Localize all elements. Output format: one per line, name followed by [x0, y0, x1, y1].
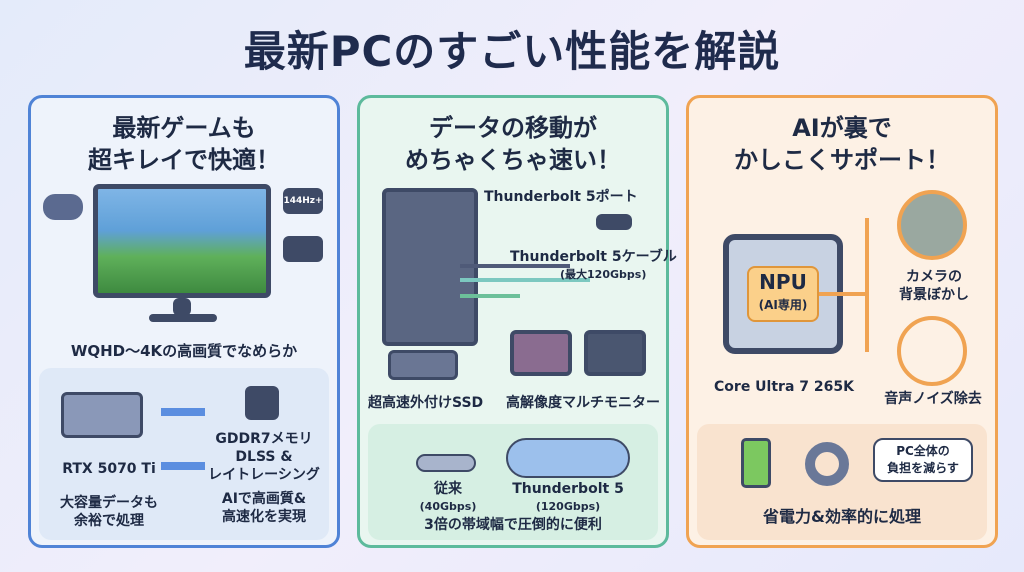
- old-label: 従来: [434, 481, 462, 497]
- camera-icon: [897, 190, 967, 260]
- monitor-icon: [584, 330, 646, 376]
- text-line: DLSS &: [235, 449, 293, 465]
- narrow-pipe-icon: [416, 454, 476, 472]
- gear-icon: [805, 442, 849, 486]
- cable-line: [460, 278, 590, 282]
- npu-sublabel: (AI専用): [758, 298, 808, 312]
- noise-label: 音声ノイズ除去: [884, 391, 982, 407]
- gaming-caption: WQHD〜4Kの高画質でなめらか: [70, 342, 298, 360]
- port-label: Thunderbolt 5ポート: [484, 189, 638, 205]
- thunderbolt-heading: データの移動がめちゃくちゃ速い！: [360, 112, 666, 176]
- microphone-icon: [897, 316, 967, 386]
- cable-line: [460, 264, 570, 268]
- connector-line: [819, 292, 867, 296]
- gamepad-icon: [43, 194, 83, 220]
- monitor-icon: [93, 184, 271, 298]
- gpu-name: RTX 5070 Ti: [62, 461, 156, 477]
- external-ssd-icon: [388, 350, 458, 380]
- heading-line: 超キレイで快適！: [88, 146, 280, 174]
- graphics-card-icon: [61, 392, 143, 438]
- battery-leaf-icon: [741, 438, 771, 488]
- cable-label: Thunderbolt 5ケーブル: [510, 249, 677, 265]
- cpu-name: Core Ultra 7 265K: [714, 379, 854, 395]
- npu-box: NPU (AI専用): [747, 266, 819, 322]
- text-line: PC全体の: [896, 444, 950, 458]
- bandwidth-caption: 3倍の帯域幅で圧倒的に便利: [424, 517, 602, 533]
- heading-line: かしこくサポート！: [734, 146, 950, 174]
- text-line: 高速化を実現: [222, 509, 306, 525]
- features-desc: AIで高画質&高速化を実現: [199, 490, 329, 526]
- text-line: 背景ぼかし: [899, 287, 969, 303]
- heading-line: AIが裏で: [792, 114, 892, 142]
- connector-line: [865, 218, 869, 352]
- new-speed: (120Gbps): [535, 500, 601, 513]
- heading-line: 最新ゲームも: [112, 114, 256, 142]
- monitor-base: [149, 314, 217, 322]
- ssd-label: 超高速外付けSSD: [368, 395, 484, 411]
- gpu-desc: 大容量データも余裕で処理: [39, 494, 179, 530]
- efficiency-caption: 省電力&効率的に処理: [763, 507, 921, 526]
- arrow-icon: [161, 462, 205, 470]
- npu-panel: AIが裏でかしこくサポート！ NPU (AI専用) カメラの背景ぼかし Core…: [686, 95, 998, 548]
- page-title: 最新PCのすごい性能を解説: [243, 27, 781, 76]
- old-speed: (40Gbps): [419, 500, 477, 513]
- new-label: Thunderbolt 5: [512, 481, 624, 497]
- text-line: 負担を減らす: [887, 461, 959, 475]
- refresh-rate-icon: 144Hz+: [283, 188, 323, 214]
- cable-line: [460, 294, 520, 298]
- thunderbolt-panel: データの移動がめちゃくちゃ速い！ Thunderbolt 5ポート Thunde…: [357, 95, 677, 548]
- wide-pipe-icon: [506, 438, 630, 478]
- gaming-heading: 最新ゲームも超キレイで快適！: [31, 112, 337, 176]
- text-line: カメラの: [906, 269, 962, 285]
- text-line: 大容量データも: [60, 495, 158, 511]
- bandwidth-section: 従来 (40Gbps) Thunderbolt 5 (120Gbps) 3倍の帯…: [368, 424, 658, 540]
- npu-heading: AIが裏でかしこくサポート！: [689, 112, 995, 176]
- monitor-label: 高解像度マルチモニター: [506, 395, 660, 411]
- gpu-features: GDDR7メモリ DLSS & レイトレーシング: [199, 430, 329, 484]
- speedometer-icon: [283, 236, 323, 262]
- arrow-icon: [161, 408, 205, 416]
- camera-label: カメラの背景ぼかし: [879, 268, 989, 304]
- text-line: 余裕で処理: [74, 513, 144, 529]
- memory-chip-icon: [245, 386, 279, 420]
- speech-bubble: PC全体の負担を減らす: [873, 438, 973, 482]
- heading-line: めちゃくちゃ速い！: [405, 146, 621, 174]
- gaming-panel: 最新ゲームも超キレイで快適！ 144Hz+ WQHD〜4Kの高画質でなめらか R…: [28, 95, 340, 548]
- text-line: レイトレーシング: [208, 467, 320, 483]
- monitor-stand: [173, 298, 191, 316]
- text-line: GDDR7メモリ: [215, 431, 313, 447]
- gpu-section: RTX 5070 Ti 大容量データも余裕で処理 GDDR7メモリ DLSS & レ…: [39, 368, 329, 540]
- text-line: AIで高画質&: [221, 491, 307, 507]
- efficiency-section: PC全体の負担を減らす 省電力&効率的に処理: [697, 424, 987, 540]
- npu-label: NPU: [759, 270, 807, 294]
- usb-c-cable-icon: [596, 214, 632, 230]
- cable-speed: (最大120Gbps): [560, 268, 647, 281]
- heading-line: データの移動が: [429, 114, 597, 142]
- monitor-icon: [510, 330, 572, 376]
